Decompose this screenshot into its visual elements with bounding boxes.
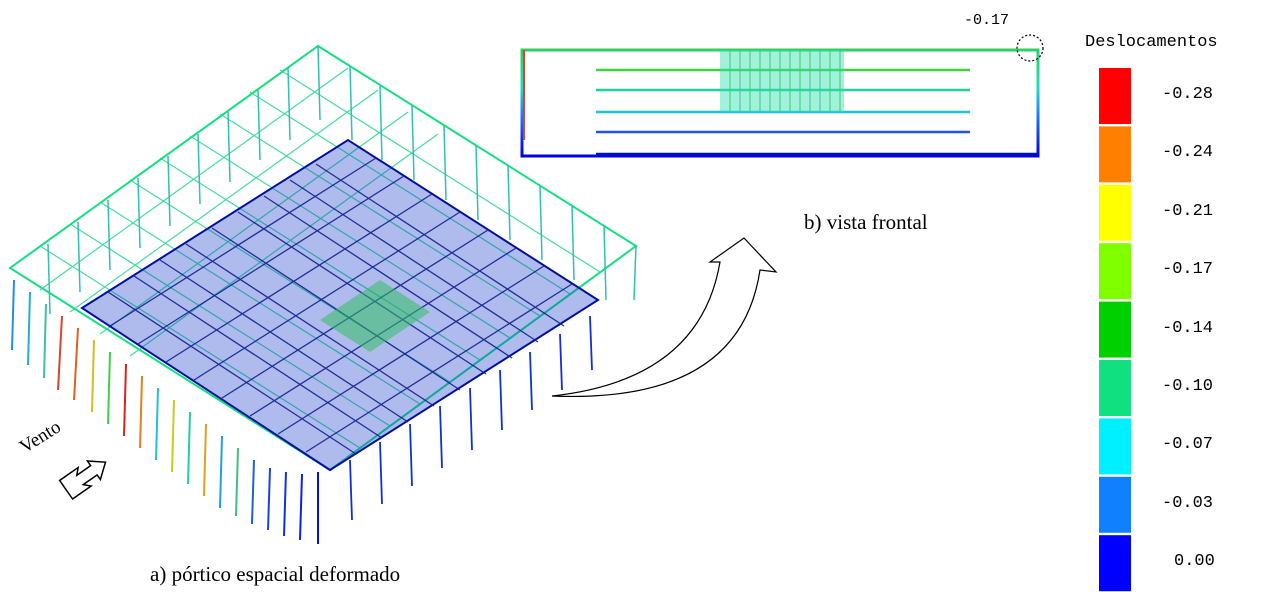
frontal-view-floors (596, 68, 1038, 156)
legend-swatch (1099, 301, 1131, 358)
legend-title: Deslocamentos (1085, 33, 1218, 52)
legend-label: -0.03 (1162, 493, 1214, 513)
legend-swatch (1099, 360, 1131, 416)
frontal-view-dense-bracing (720, 50, 844, 112)
legend-label: -0.17 (1162, 260, 1214, 280)
frontal-view (520, 34, 1044, 190)
legend-label: -0.24 (1162, 143, 1214, 163)
legend-label: -0.10 (1162, 377, 1214, 396)
legend-swatch (1099, 476, 1131, 533)
legend-color-scale (1099, 68, 1131, 592)
lower-floor-outline (80, 138, 600, 472)
upper-columns (47, 45, 637, 315)
frontal-view-columns (598, 50, 1038, 190)
wind-arrow-icon (58, 460, 107, 501)
legend-swatch (1099, 418, 1131, 475)
legend-label: -0.21 (1162, 201, 1214, 221)
legend-swatch (1099, 243, 1131, 300)
peak-displacement-marker (1016, 34, 1044, 62)
front-columns (11, 279, 319, 544)
curved-transition-arrow (551, 237, 778, 398)
legend-swatch (1099, 68, 1131, 124)
legend-label: -0.14 (1162, 318, 1214, 338)
peak-displacement-label: -0.17 (964, 12, 1010, 29)
legend-swatch (1099, 184, 1131, 241)
legend-swatch (1099, 126, 1131, 183)
upper-roof-grid (39, 67, 601, 449)
legend-label: -0.28 (1162, 85, 1214, 104)
deformed-space-frame (8, 44, 638, 544)
inner-green-region (320, 280, 430, 352)
dense-bracing-lines (729, 50, 841, 112)
legend-swatch (1099, 535, 1131, 592)
legend-label: 0.00 (1174, 552, 1215, 572)
caption-a: a) pórtico espacial deformado (150, 562, 401, 586)
caption-b: b) vista frontal (804, 210, 928, 234)
right-columns (349, 315, 593, 521)
legend-label: -0.07 (1162, 435, 1214, 455)
